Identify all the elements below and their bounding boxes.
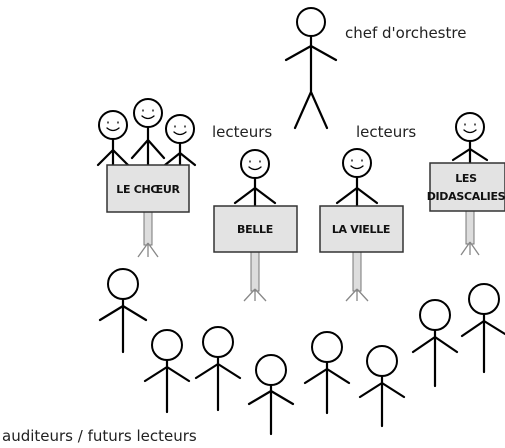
audience-member xyxy=(247,354,295,436)
audience-member xyxy=(143,329,191,414)
didascalies-sign xyxy=(429,162,505,212)
didascalies-sign-line2: DIDASCALIES xyxy=(427,190,505,203)
didascalies-reader: LES DIDASCALIES xyxy=(427,112,505,256)
audience-member xyxy=(303,331,351,415)
readers-left-label: lecteurs xyxy=(212,123,272,141)
belle-reader: BELLE xyxy=(213,149,298,302)
choir-group: LE CHŒUR xyxy=(96,98,197,258)
vielle-reader: LA VIELLE xyxy=(319,148,404,302)
belle-sign-text: BELLE xyxy=(237,223,273,236)
choir-sign xyxy=(106,164,190,213)
vielle-sign-text: LA VIELLE xyxy=(332,223,390,236)
audience-member xyxy=(358,345,406,428)
audience-member xyxy=(98,268,148,354)
audience-member xyxy=(411,299,459,388)
choir-sign-text: LE CHŒUR xyxy=(116,183,180,196)
audience-group xyxy=(98,268,505,436)
conductor-figure xyxy=(284,7,338,130)
conductor-label: chef d'orchestre xyxy=(345,24,466,42)
audience-member xyxy=(460,283,505,374)
audience-member xyxy=(194,326,242,412)
belle-sign xyxy=(213,205,298,253)
didascalies-sign-line1: LES xyxy=(455,172,477,185)
readers-right-label: lecteurs xyxy=(356,123,416,141)
audience-label: auditeurs / futurs lecteurs xyxy=(2,427,197,445)
vielle-sign xyxy=(319,205,404,253)
